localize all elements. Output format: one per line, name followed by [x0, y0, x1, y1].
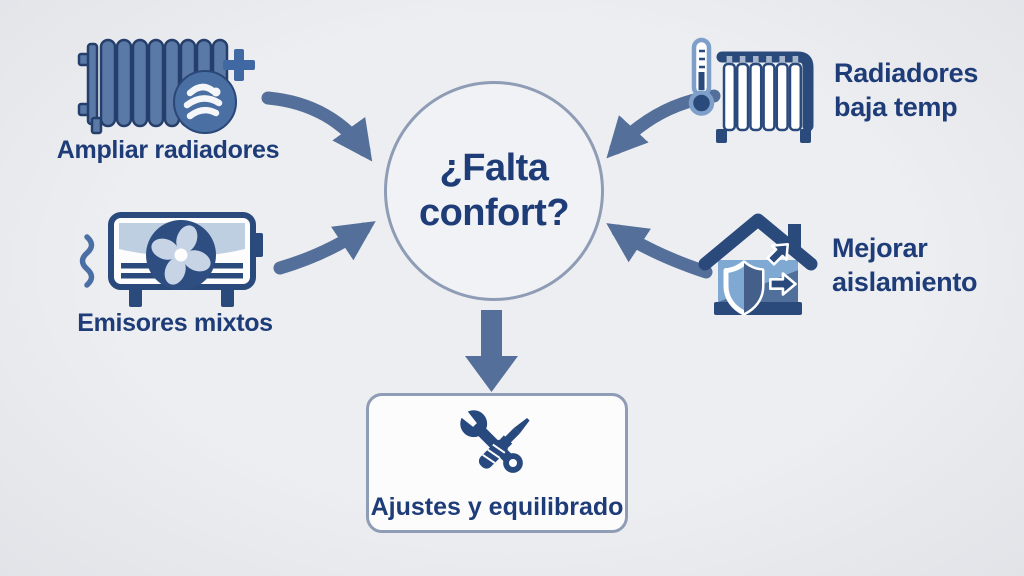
node-radiadores-baja-temp: Radiadores baja temp — [686, 36, 978, 146]
wrench-screwdriver-icon — [458, 408, 530, 473]
radiator-thermometer-icon — [688, 37, 814, 143]
screwdriver-icon — [478, 418, 530, 469]
wrench-icon — [458, 408, 523, 473]
node-label-aislamiento: Mejorar aislamiento — [832, 233, 978, 297]
node-label-emisores: Emisores mixtos — [77, 309, 273, 337]
node-emisores-mixtos: Emisores mixtos — [55, 207, 295, 338]
shield-icon — [723, 260, 765, 316]
radiator-plus-icon — [77, 38, 255, 135]
node-label-ampliar: Ampliar radiadores — [56, 136, 280, 164]
plus-icon — [223, 49, 255, 81]
airflow-arrows-icon — [766, 242, 797, 296]
center-question-text: ¿Falta confort? — [418, 147, 570, 234]
arrow-top-left-to-center — [261, 91, 373, 162]
arrow-center-to-action — [465, 310, 518, 392]
radiator-outline — [716, 51, 814, 143]
heat-wave-badge-icon — [173, 70, 237, 134]
thermometer-icon — [688, 37, 715, 116]
node-mejorar-aislamiento: Mejorar aislamiento — [698, 210, 978, 322]
insulated-house-icon — [698, 213, 818, 316]
node-ampliar-radiadores: Ampliar radiadores — [56, 32, 280, 165]
fan-icon — [146, 220, 216, 290]
node-label-baja-temp: Radiadores baja temp — [834, 58, 979, 122]
arrow-bottom-right-to-center — [606, 223, 713, 279]
action-box: Ajustes y equilibrado — [366, 393, 628, 533]
fan-coil-unit-icon — [79, 212, 263, 307]
roof — [698, 213, 818, 271]
heat-squiggle-icon — [79, 234, 95, 288]
center-question-circle: ¿Falta confort? — [384, 81, 604, 301]
action-label: Ajustes y equilibrado — [370, 493, 624, 521]
